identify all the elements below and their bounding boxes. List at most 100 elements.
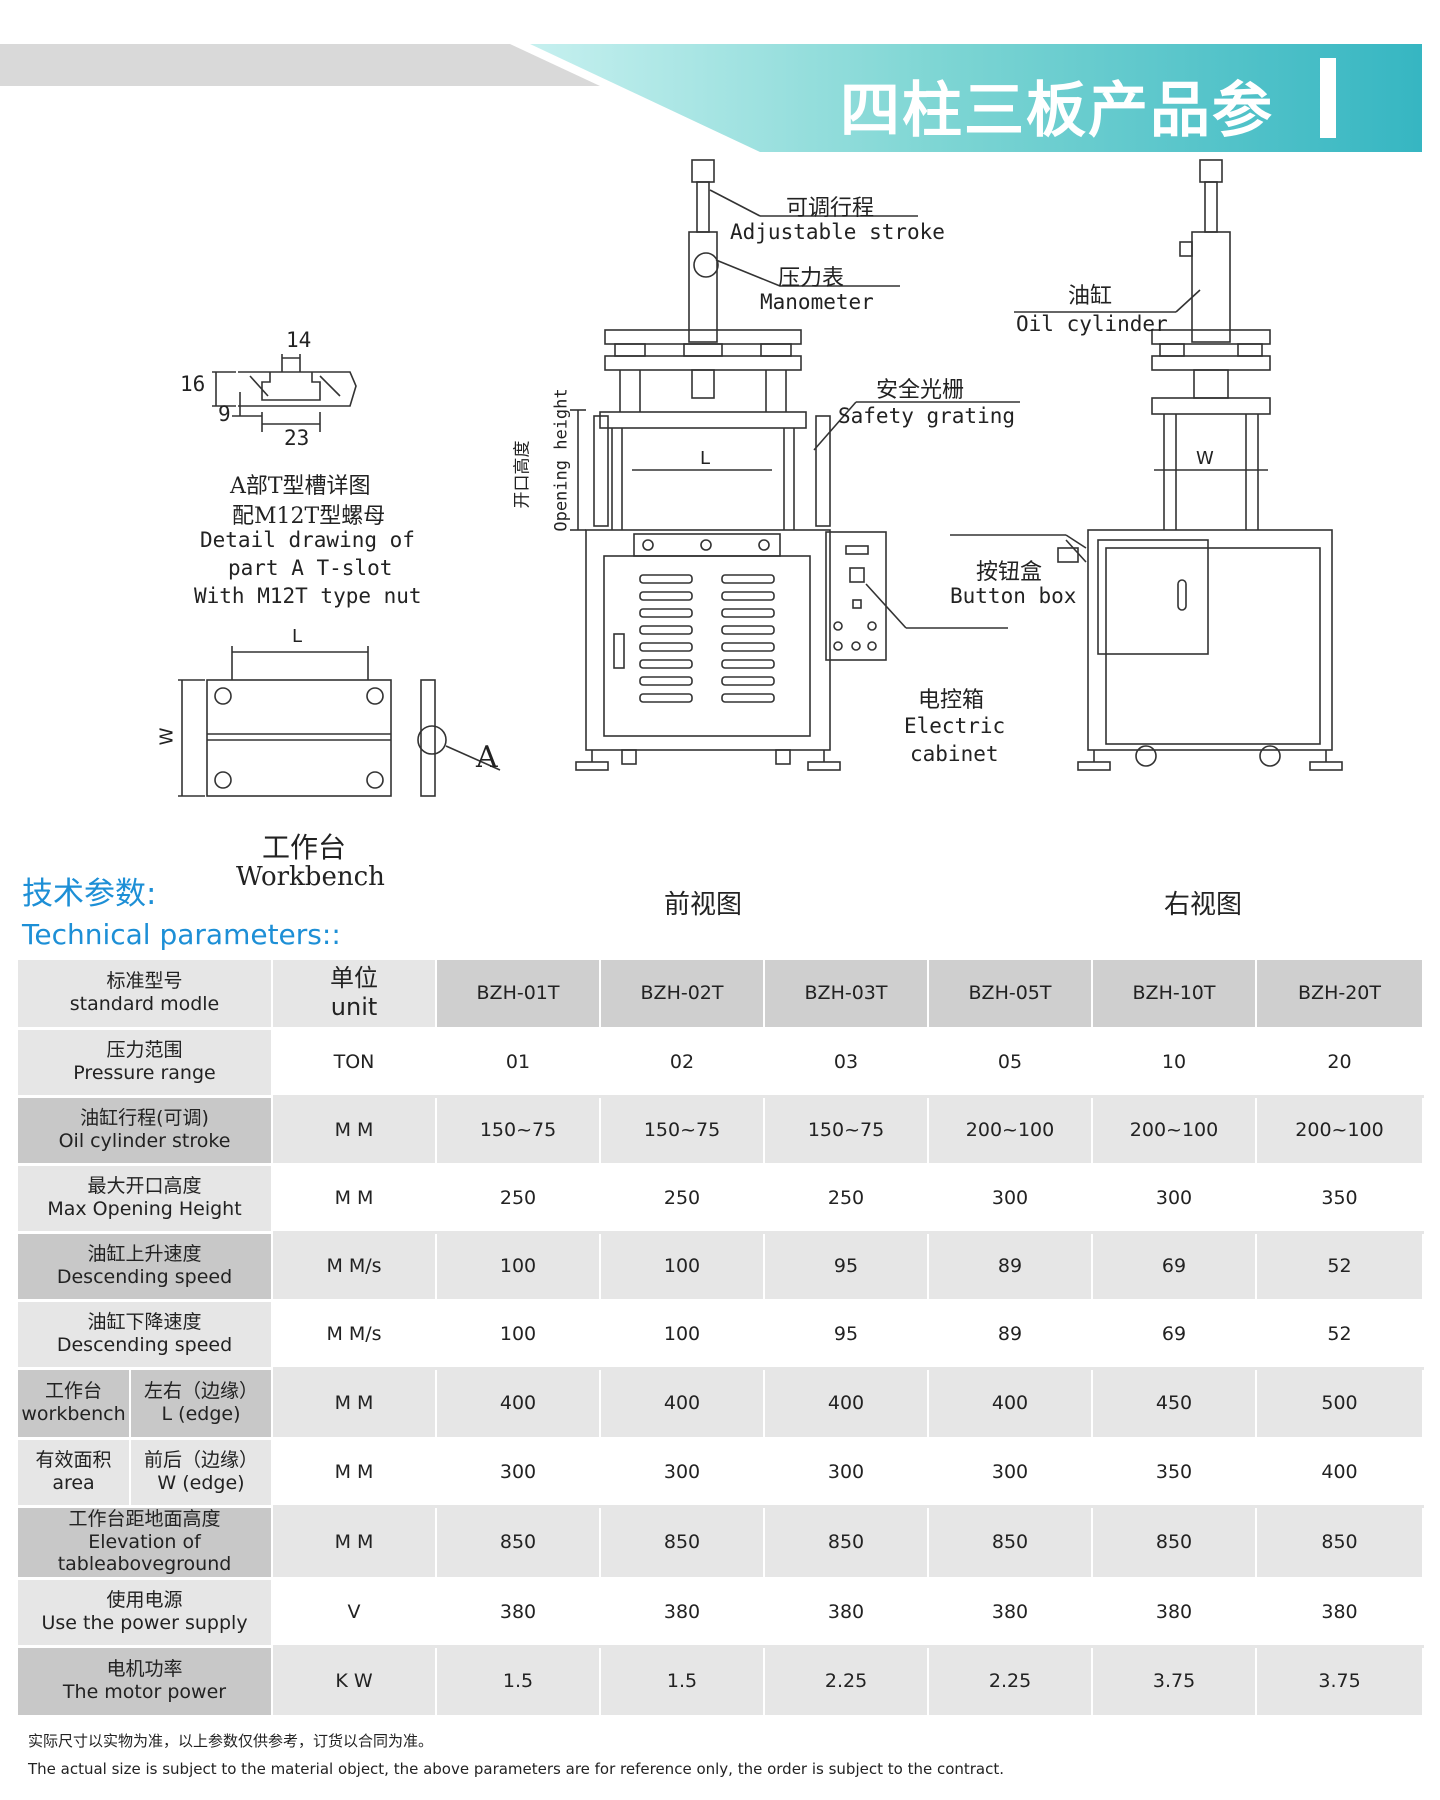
workbench-plan — [178, 646, 501, 797]
cell: 200~100 — [1256, 1096, 1425, 1166]
slot-caption-2: 配M12T型螺母 — [232, 504, 386, 529]
model-6: BZH-20T — [1256, 960, 1425, 1030]
label-stroke-zh: 可调行程 — [786, 196, 875, 221]
cell: 69 — [1092, 1232, 1258, 1302]
cell: 380 — [1256, 1578, 1425, 1648]
label-opening-zh: 开口高度 — [512, 440, 533, 509]
cell: 150~75 — [436, 1096, 602, 1166]
cell: 100 — [436, 1232, 602, 1302]
cell: 380 — [928, 1578, 1094, 1648]
cell: 02 — [600, 1028, 766, 1098]
row-unit: TON — [272, 1028, 438, 1098]
cell: 250 — [764, 1164, 930, 1234]
dim-14: 14 — [286, 328, 312, 352]
side-view-title: 右视图 — [1164, 890, 1243, 920]
header-banner: 四柱三板产品参数 — [0, 0, 1440, 233]
cell: 300 — [764, 1438, 930, 1508]
side-view-machine — [950, 159, 1343, 771]
row-unit: K W — [272, 1646, 438, 1718]
row-unit: V — [272, 1578, 438, 1648]
workbench-mark-a: A — [476, 740, 498, 775]
cell: 20 — [1256, 1028, 1425, 1098]
cell: 150~75 — [600, 1096, 766, 1166]
row-unit: M M — [272, 1506, 438, 1580]
front-vents — [639, 574, 775, 703]
table-row: 油缸行程(可调)Oil cylinder stroke M M 150~75 1… — [18, 1096, 1425, 1166]
slot-caption-1: A部T型槽详图 — [230, 474, 371, 499]
cell: 850 — [1256, 1506, 1425, 1580]
cell: 380 — [436, 1578, 602, 1648]
cell: 250 — [600, 1164, 766, 1234]
label-cabinet-en-1: Electric — [904, 714, 1006, 738]
label-button-en: Button box — [950, 584, 1077, 608]
cell: 3.75 — [1092, 1646, 1258, 1718]
cell: 200~100 — [1092, 1096, 1258, 1166]
label-button-zh: 按钮盒 — [976, 560, 1043, 585]
dim-23: 23 — [284, 426, 310, 450]
front-dim-l: L — [700, 448, 711, 469]
label-cabinet-zh: 电控箱 — [918, 688, 985, 713]
row-label: 油缸行程(可调)Oil cylinder stroke — [18, 1096, 274, 1166]
cell: 380 — [1092, 1578, 1258, 1648]
cell: 400 — [600, 1368, 766, 1440]
label-stroke-en: Adjustable stroke — [730, 220, 945, 244]
row-unit: M M — [272, 1368, 438, 1440]
cell: 100 — [600, 1300, 766, 1370]
machine-drawing: 14 16 9 23 A部T型槽详图 配M12T型螺母 Detail drawi… — [0, 150, 1440, 950]
label-cylinder-en: Oil cylinder — [1016, 312, 1168, 336]
cell: 95 — [764, 1232, 930, 1302]
workbench-dim-l: L — [292, 626, 303, 647]
slot-caption-5: With M12T type nut — [194, 584, 422, 608]
section-title-zh: 技术参数: — [22, 876, 157, 912]
footer-note-en: The actual size is subject to the materi… — [28, 1760, 1005, 1778]
cell: 400 — [764, 1368, 930, 1440]
front-view-title: 前视图 — [664, 890, 743, 920]
cell: 95 — [764, 1300, 930, 1370]
title-accent-bar — [1320, 58, 1336, 138]
label-opening-en: Opening height — [551, 388, 572, 532]
row-unit: M M/s — [272, 1300, 438, 1370]
cell: 300 — [436, 1438, 602, 1508]
cell: 850 — [928, 1506, 1094, 1580]
cell: 300 — [1092, 1164, 1258, 1234]
cell: 03 — [764, 1028, 930, 1098]
label-grating-zh: 安全光栅 — [876, 378, 965, 403]
row-unit: M M — [272, 1438, 438, 1508]
row-unit: M M — [272, 1096, 438, 1166]
cell: 1.5 — [600, 1646, 766, 1718]
cell: 500 — [1256, 1368, 1425, 1440]
model-4: BZH-05T — [928, 960, 1094, 1030]
front-view-machine — [575, 159, 887, 771]
cell: 850 — [436, 1506, 602, 1580]
cell: 89 — [928, 1300, 1094, 1370]
dim-9: 9 — [218, 402, 231, 426]
area-label-l: 左右（边缘）L (edge) — [130, 1368, 274, 1440]
cell: 450 — [1092, 1368, 1258, 1440]
cell: 400 — [436, 1368, 602, 1440]
cell: 400 — [1256, 1438, 1425, 1508]
area-label-w: 前后（边缘）W (edge) — [130, 1438, 274, 1508]
cell: 300 — [600, 1438, 766, 1508]
cell: 300 — [928, 1164, 1094, 1234]
cell: 1.5 — [436, 1646, 602, 1718]
slot-caption-4: part A T-slot — [228, 556, 393, 580]
cell: 380 — [600, 1578, 766, 1648]
front-leaders — [570, 189, 1020, 629]
cell: 01 — [436, 1028, 602, 1098]
cell: 200~100 — [928, 1096, 1094, 1166]
